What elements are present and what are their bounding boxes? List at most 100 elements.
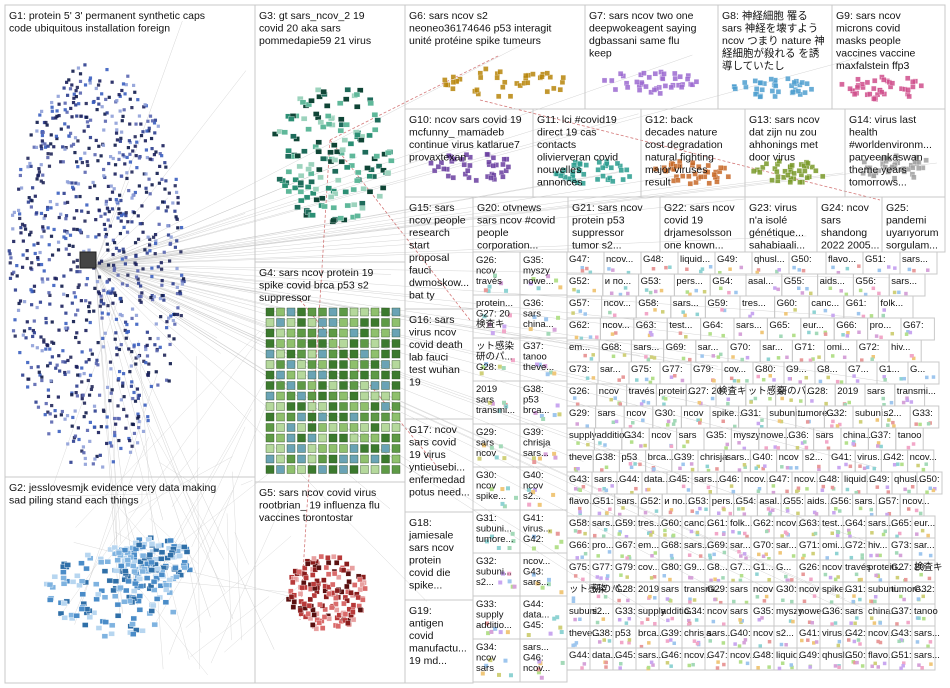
node bbox=[329, 403, 337, 411]
node bbox=[742, 641, 746, 645]
node bbox=[662, 71, 667, 76]
node bbox=[96, 97, 99, 100]
node bbox=[95, 87, 98, 90]
small-group-label: G42: bbox=[845, 628, 866, 639]
node bbox=[581, 578, 585, 582]
node bbox=[140, 134, 143, 137]
group-label-g2: G2: jesslovesmjk evidence very data maki… bbox=[9, 482, 216, 507]
node bbox=[647, 75, 652, 80]
node bbox=[138, 184, 141, 187]
small-group-label: ncov bbox=[476, 481, 496, 492]
group-label-line: ncov people bbox=[409, 215, 466, 227]
node bbox=[767, 665, 771, 669]
small-group-label: s2... bbox=[592, 606, 610, 617]
node bbox=[575, 641, 579, 645]
node bbox=[135, 263, 138, 266]
node bbox=[340, 382, 348, 390]
small-group-label: G72: bbox=[859, 342, 880, 353]
node bbox=[590, 357, 594, 361]
node bbox=[663, 83, 668, 88]
small-group-label: G71: bbox=[794, 342, 815, 353]
node bbox=[290, 134, 296, 139]
node bbox=[138, 394, 141, 397]
node bbox=[707, 486, 711, 490]
node bbox=[813, 168, 818, 173]
node bbox=[266, 382, 274, 390]
node bbox=[42, 338, 45, 341]
small-group-label: pro... bbox=[592, 540, 614, 551]
node bbox=[910, 79, 915, 84]
node bbox=[114, 331, 117, 334]
small-group-label: sars bbox=[598, 408, 616, 419]
small-group-label: p53 bbox=[615, 628, 631, 639]
node bbox=[83, 415, 86, 418]
small-group-label: sar... bbox=[776, 540, 797, 551]
node bbox=[912, 442, 916, 446]
node bbox=[146, 354, 149, 357]
small-group-label: test... bbox=[669, 320, 692, 331]
node bbox=[134, 122, 137, 125]
node bbox=[26, 320, 29, 323]
node bbox=[308, 340, 316, 348]
node bbox=[364, 166, 370, 171]
node bbox=[70, 393, 73, 396]
node bbox=[876, 444, 880, 448]
node bbox=[597, 595, 601, 599]
node bbox=[332, 158, 338, 163]
node bbox=[666, 661, 670, 665]
node bbox=[631, 421, 635, 425]
small-group-label: G36: bbox=[788, 430, 809, 441]
small-group-label: и по... bbox=[605, 276, 631, 287]
node bbox=[608, 639, 612, 643]
node bbox=[73, 291, 76, 294]
node bbox=[51, 320, 54, 323]
small-groups-grid: G26:ncovtravésprotein...G27: 20検査キット感染研の… bbox=[473, 252, 943, 682]
node bbox=[382, 392, 390, 400]
node bbox=[361, 424, 369, 432]
node bbox=[712, 172, 717, 177]
node bbox=[127, 330, 130, 333]
node bbox=[361, 413, 369, 421]
small-group-label: G8... bbox=[817, 364, 838, 375]
node bbox=[17, 209, 20, 212]
node bbox=[288, 116, 294, 121]
node bbox=[652, 467, 656, 471]
node bbox=[54, 415, 57, 418]
small-group-label: brca... bbox=[648, 452, 674, 463]
node bbox=[873, 621, 877, 625]
node bbox=[121, 599, 127, 604]
node bbox=[595, 335, 599, 339]
node bbox=[96, 197, 99, 200]
node bbox=[826, 376, 830, 380]
small-group-label: G64: bbox=[845, 518, 866, 529]
node bbox=[319, 445, 327, 453]
node bbox=[450, 86, 455, 91]
node bbox=[41, 174, 44, 177]
small-group-label: G45: bbox=[523, 620, 544, 631]
node bbox=[527, 503, 531, 507]
group-label-line: G22: sars ncov bbox=[664, 202, 735, 214]
node bbox=[111, 302, 114, 305]
node bbox=[126, 75, 129, 78]
node bbox=[899, 377, 903, 381]
group-label-line: sars covid bbox=[409, 437, 456, 449]
node bbox=[311, 556, 316, 561]
node bbox=[310, 213, 316, 218]
small-group-label: sar... bbox=[600, 364, 621, 375]
node bbox=[308, 98, 314, 103]
node bbox=[712, 620, 716, 624]
node bbox=[329, 361, 337, 369]
node bbox=[660, 76, 665, 81]
node bbox=[552, 452, 556, 456]
node bbox=[107, 312, 110, 315]
node bbox=[361, 319, 369, 327]
node bbox=[392, 445, 400, 453]
node bbox=[574, 487, 578, 491]
node bbox=[266, 413, 274, 421]
node bbox=[105, 559, 111, 564]
node bbox=[137, 343, 140, 346]
node bbox=[78, 195, 81, 198]
small-group-label: G61: bbox=[707, 518, 728, 529]
node bbox=[709, 490, 713, 494]
node bbox=[49, 200, 52, 203]
